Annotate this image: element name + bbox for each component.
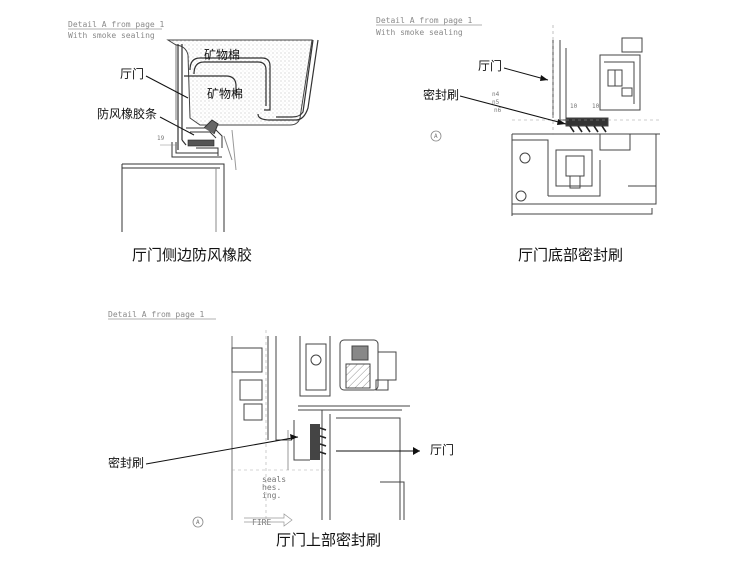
panel2-section-mark: A [434, 133, 438, 140]
panel1-detail-title: Detail A from page 1 [68, 20, 165, 29]
note-ing: ing. [262, 491, 281, 500]
jamb-frame [171, 119, 237, 171]
svg-text:n4: n4 [492, 91, 500, 98]
door-leaf-outline [177, 39, 319, 150]
note-seals: seals [262, 475, 286, 484]
label-landing-door-3: 厅门 [430, 442, 454, 457]
label-landing-door-2: 厅门 [478, 58, 502, 73]
label-mineral-wool-2: 矿物棉 [207, 87, 243, 101]
svg-text:n5: n5 [492, 99, 500, 106]
label-mineral-wool-1: 矿物棉 [204, 48, 240, 62]
top-seal-brush [310, 424, 327, 460]
mineral-wool-block [166, 39, 313, 126]
dim-label-10-a: 10 [570, 103, 578, 110]
bottom-sill-assembly [511, 37, 660, 216]
caption-side-rubber: 厅门侧边防风橡胶 [132, 246, 253, 264]
svg-text:19: 19 [157, 135, 165, 142]
caption-bottom-brush: 厅门底部密封刷 [518, 246, 624, 264]
label-rubber-strip: 防风橡胶条 [97, 106, 157, 121]
panel2-detail-subtitle: With smoke sealing [376, 28, 463, 37]
label-landing-door-1: 厅门 [120, 66, 144, 81]
fire-direction-label: FIRE [252, 518, 271, 527]
svg-text:n6: n6 [494, 107, 502, 114]
fire-arrow-icon [244, 513, 293, 527]
top-header-assembly [231, 336, 410, 520]
label-seal-brush-bottom: 密封刷 [423, 87, 459, 102]
panel3-detail-title: Detail A from page 1 [108, 310, 205, 319]
panel1-detail-subtitle: With smoke sealing [68, 31, 155, 40]
note-hes: hes. [262, 483, 281, 492]
label-seal-brush-top: 密封刷 [108, 455, 144, 470]
panel3-section-mark: A [196, 519, 200, 526]
dim-label-10-b: 10 [592, 103, 600, 110]
caption-top-brush: 厅门上部密封刷 [276, 531, 382, 549]
sill-base [121, 163, 225, 232]
panel2-detail-title: Detail A from page 1 [376, 16, 473, 25]
